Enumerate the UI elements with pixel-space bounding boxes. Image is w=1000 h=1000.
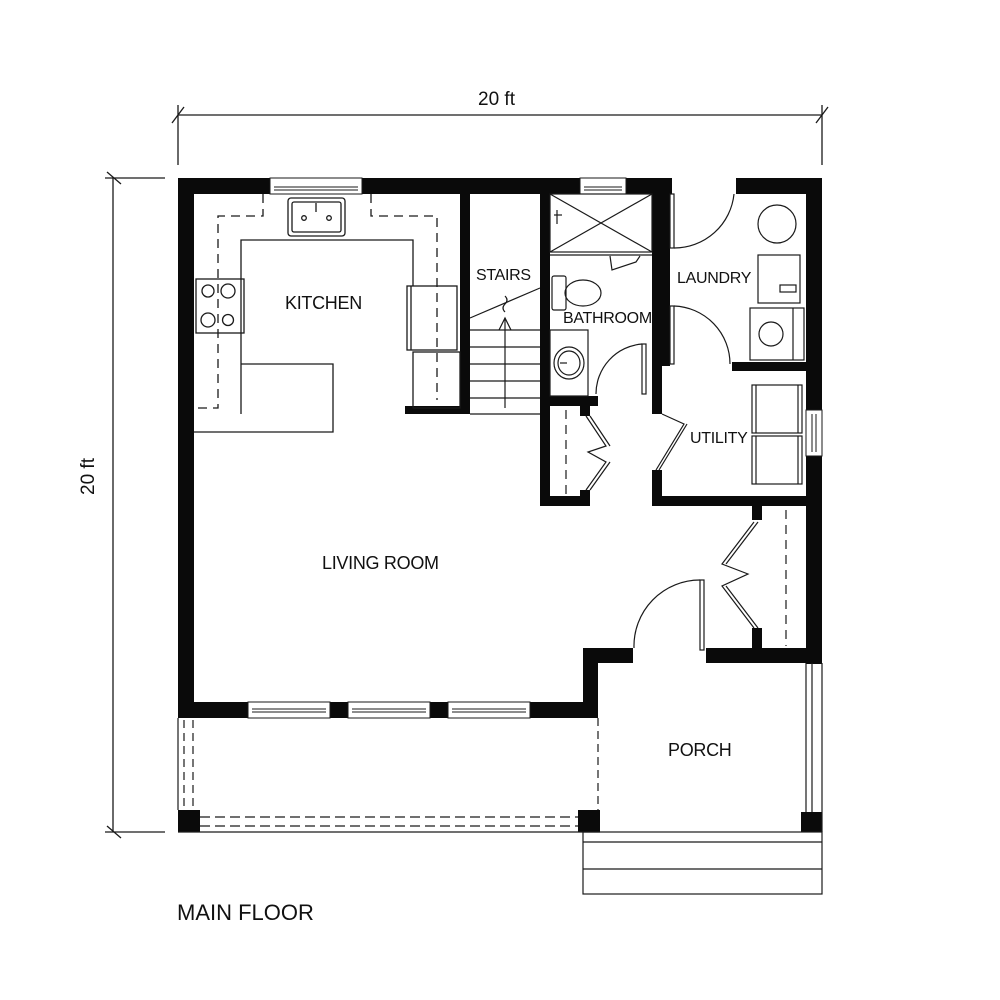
dimension-lines <box>105 105 829 839</box>
walls <box>178 178 822 832</box>
room-label-utility: UTILITY <box>690 430 748 447</box>
kitchen-fixtures <box>194 194 461 433</box>
room-label-bathroom: BATHROOM <box>563 310 652 327</box>
closets <box>565 410 787 651</box>
room-label-kitchen: KITCHEN <box>285 293 362 313</box>
width-dimension-label: 20 ft <box>478 89 515 110</box>
stairs <box>469 287 541 415</box>
height-dimension-label: 20 ft <box>78 458 99 495</box>
porch <box>177 663 823 895</box>
windows <box>247 177 823 719</box>
room-label-living-room: LIVING ROOM <box>322 553 439 573</box>
room-label-porch: PORCH <box>668 740 732 760</box>
room-label-stairs: STAIRS <box>476 267 531 284</box>
plan-title: MAIN FLOOR <box>177 900 314 925</box>
laundry-fixtures <box>655 204 805 485</box>
room-label-laundry: LAUNDRY <box>677 270 752 287</box>
bathroom-fixtures <box>549 193 735 397</box>
